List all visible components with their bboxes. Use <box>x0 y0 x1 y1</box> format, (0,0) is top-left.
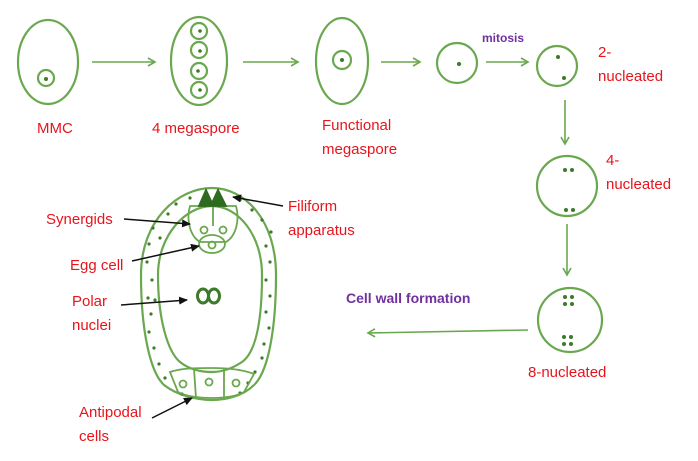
pointer-polar-nuclei <box>120 296 188 306</box>
label-functional-line1: Functional <box>322 117 392 134</box>
label-filiform-line2: apparatus <box>288 222 355 239</box>
polar-nuclei-shape <box>196 287 221 305</box>
label-mitosis: mitosis <box>482 31 525 45</box>
label-cell-wall-formation: Cell wall formation <box>346 290 471 306</box>
arrow-cell-wall-formation <box>366 328 529 338</box>
functional-megaspore-cell <box>314 16 370 106</box>
label-2-nucleated-line1: 2- <box>598 44 612 61</box>
four-nucleated-cell <box>535 154 599 218</box>
mature-embryo-sac <box>139 186 278 402</box>
label-egg-cell: Egg cell <box>70 257 124 274</box>
egg-apparatus <box>187 187 239 254</box>
two-nucleated-cell <box>535 44 579 88</box>
egg-cell-shape <box>198 234 226 254</box>
label-functional-line2: megaspore <box>322 141 398 158</box>
eight-nucleated-cell <box>536 286 604 354</box>
label-4-nucleated-line1: 4- <box>606 152 620 169</box>
label-polar-line1: Polar <box>72 293 108 310</box>
label-2-nucleated-line2: nucleated <box>598 68 664 85</box>
antipodal-cells-shape <box>168 367 256 399</box>
pointer-egg-cell <box>131 243 200 262</box>
label-synergids: Synergids <box>46 211 113 228</box>
label-filiform-line1: Filiform <box>288 198 338 215</box>
pointer-antipodal <box>151 397 193 419</box>
label-4-megaspore: 4 megaspore <box>152 120 240 137</box>
filiform-apparatus-shape <box>197 187 228 207</box>
pointer-synergids <box>123 218 191 228</box>
mmc-cell <box>16 18 80 106</box>
pointer-filiform <box>232 194 284 207</box>
four-megaspore-cell <box>169 15 229 107</box>
label-antipodal-line2: cells <box>79 428 110 445</box>
uninucleate-cell <box>435 41 479 85</box>
label-antipodal-line1: Antipodal <box>79 404 142 421</box>
label-8-nucleated: 8-nucleated <box>528 364 607 381</box>
label-polar-line2: nuclei <box>72 317 112 334</box>
label-mmc: MMC <box>37 120 73 137</box>
label-4-nucleated-line2: nucleated <box>606 176 672 193</box>
